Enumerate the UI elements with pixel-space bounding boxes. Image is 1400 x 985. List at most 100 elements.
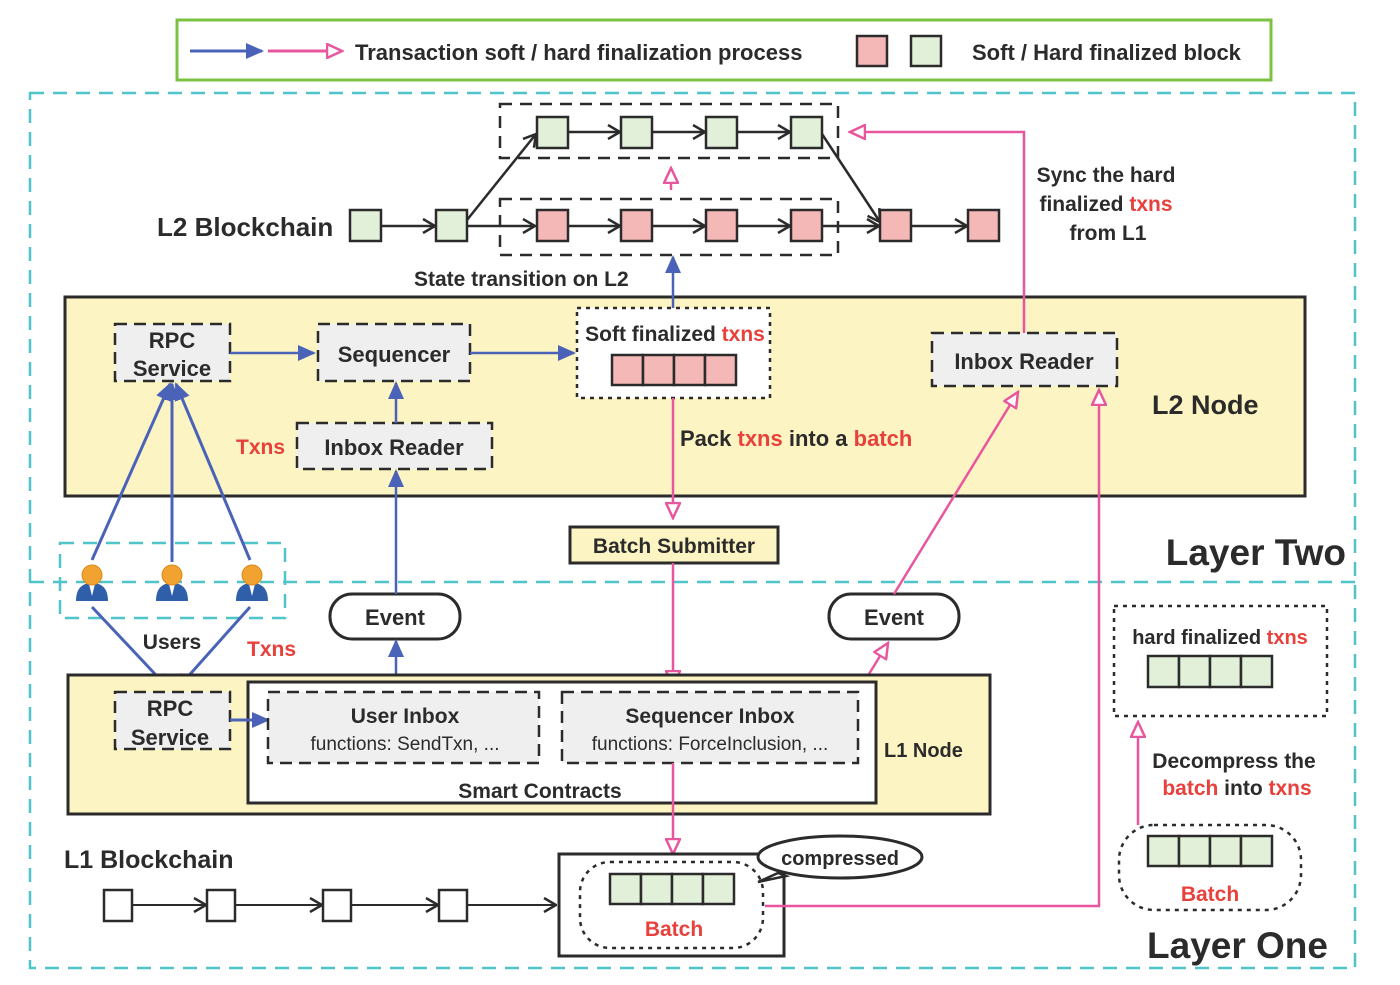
event-left[interactable]: Event	[328, 592, 462, 641]
users-group	[58, 541, 287, 620]
right-batch: Batch	[1117, 823, 1303, 912]
decompress-label-line1: Decompress the	[1152, 750, 1315, 773]
l2-txns-label: Txns	[236, 436, 285, 459]
inbox-reader-left-label: Inbox Reader	[324, 435, 464, 460]
l1-block	[102, 888, 134, 923]
soft-txn-cell	[610, 353, 645, 387]
batch-cell	[1208, 834, 1243, 868]
l2-rpc-label-1: RPC	[149, 328, 196, 353]
sequencer[interactable]: Sequencer	[316, 322, 472, 383]
batch-to-inbox-reader-arrow	[765, 390, 1099, 908]
user-inbox[interactable]: User Inbox functions: SendTxn, ...	[266, 690, 541, 765]
users-label: Users	[143, 631, 201, 654]
soft-txn-cell	[703, 353, 738, 387]
hard-txn-cell	[1208, 654, 1243, 689]
legend-block-label: Soft / Hard finalized block	[972, 40, 1242, 65]
soft-txn-cell	[672, 353, 707, 387]
layer-one-label: Layer One	[1147, 925, 1328, 966]
soft-finalized-txns: Soft finalized txns	[575, 306, 772, 400]
user-inbox-functions: functions: SendTxn, ...	[310, 734, 499, 755]
sync-label-line3: from L1	[1069, 222, 1146, 245]
l2-block-soft	[789, 208, 824, 243]
batch-cell	[670, 872, 705, 906]
l2-node: L2 Node RPC Service Sequencer Inbox Read…	[63, 255, 1307, 498]
l2-rpc-label-2: Service	[133, 356, 211, 381]
l1-blockchain: L1 Blockchain Batch compressed	[64, 834, 924, 958]
l1-rpc-label-1: RPC	[147, 696, 194, 721]
user-icon	[236, 564, 268, 601]
legend-process-label: Transaction soft / hard finalization pro…	[355, 40, 802, 65]
sequencer-label: Sequencer	[338, 342, 451, 367]
l2-blockchain: L2 Blockchain State transition	[157, 102, 1176, 291]
batch-cell	[1239, 834, 1274, 868]
hard-txn-cell	[1177, 654, 1212, 689]
l2-inbox-reader-right[interactable]: Inbox Reader	[930, 331, 1119, 388]
l2-block-hard	[434, 208, 469, 243]
layer-two-label: Layer Two	[1166, 532, 1346, 573]
batch-cell	[1146, 834, 1181, 868]
l1-block	[321, 888, 353, 923]
l2-block-hard	[789, 115, 824, 150]
soft-finalized-label: Soft finalized txns	[585, 323, 765, 346]
batch-group	[578, 860, 765, 950]
event-to-inbox-reader-arrow	[892, 392, 1018, 595]
layer-boundary	[28, 91, 1357, 970]
right-batch-label: Batch	[1181, 883, 1239, 906]
l2-rpc-service[interactable]: RPC Service	[113, 322, 232, 383]
event-right[interactable]: Event	[827, 592, 961, 641]
hard-txn-cell	[1146, 654, 1181, 689]
sequencer-inbox-title: Sequencer Inbox	[625, 705, 795, 728]
inbox-reader-right-label: Inbox Reader	[954, 349, 1094, 374]
user-icon	[156, 564, 188, 601]
l2-block-soft	[535, 208, 570, 243]
l1-block	[205, 888, 237, 923]
pack-label: Pack txns into a batch	[680, 426, 912, 451]
batch-submitter[interactable]: Batch Submitter	[568, 525, 780, 565]
l1-rpc-label-2: Service	[131, 725, 209, 750]
l1-blockchain-label: L1 Blockchain	[64, 846, 234, 874]
state-transition-label: State transition on L2	[414, 268, 629, 291]
l2-block-hard	[348, 208, 383, 243]
user-txn-arrow	[174, 382, 252, 561]
hard-txn-cell	[1239, 654, 1274, 689]
compressed-callout: compressed	[756, 834, 924, 884]
l2-inbox-reader-left[interactable]: Inbox Reader	[295, 421, 494, 471]
legend: Transaction soft / hard finalization pro…	[175, 18, 1273, 82]
l2-block-soft	[966, 208, 1001, 243]
hard-finalized-label: hard finalized txns	[1132, 627, 1308, 649]
smart-contracts-label: Smart Contracts	[458, 780, 621, 803]
sequencer-inbox-functions: functions: ForceInclusion, ...	[592, 734, 829, 755]
decompress-label-line2: batch into txns	[1162, 777, 1311, 800]
sequencer-inbox[interactable]: Sequencer Inbox functions: ForceInclusio…	[560, 690, 860, 765]
l1-block	[437, 888, 469, 923]
l2-block-soft	[878, 208, 913, 243]
l1-node-label: L1 Node	[884, 740, 963, 762]
l2-block-soft	[619, 208, 654, 243]
legend-box	[175, 18, 1273, 82]
batch-cell	[1177, 834, 1212, 868]
l2-block-hard	[704, 115, 739, 150]
l1-rpc-service[interactable]: RPC Service	[113, 690, 232, 751]
l2-block-hard	[619, 115, 654, 150]
sync-label-line1: Sync the hard	[1037, 164, 1176, 187]
chain-arrow	[820, 133, 880, 222]
hard-finalized-group	[498, 102, 840, 160]
hard-finalized-txns: hard finalized txns	[1112, 604, 1329, 718]
batch-cell	[639, 872, 674, 906]
l2-block-soft	[704, 208, 739, 243]
soft-txn-cell	[641, 353, 676, 387]
event-left-label: Event	[365, 605, 426, 630]
user-txn-arrow	[90, 382, 172, 561]
hard-block-swatch	[909, 34, 943, 68]
compressed-label: compressed	[781, 848, 899, 870]
batch-cell	[701, 872, 736, 906]
l2-block-hard	[535, 115, 570, 150]
l2-node-label: L2 Node	[1152, 390, 1259, 420]
batch-label: Batch	[645, 918, 703, 941]
batch-submitter-label: Batch Submitter	[593, 535, 755, 558]
sync-arrow	[850, 132, 1026, 333]
chain-arrow	[466, 134, 536, 221]
user-icon	[76, 564, 108, 601]
batch-cell	[608, 872, 643, 906]
